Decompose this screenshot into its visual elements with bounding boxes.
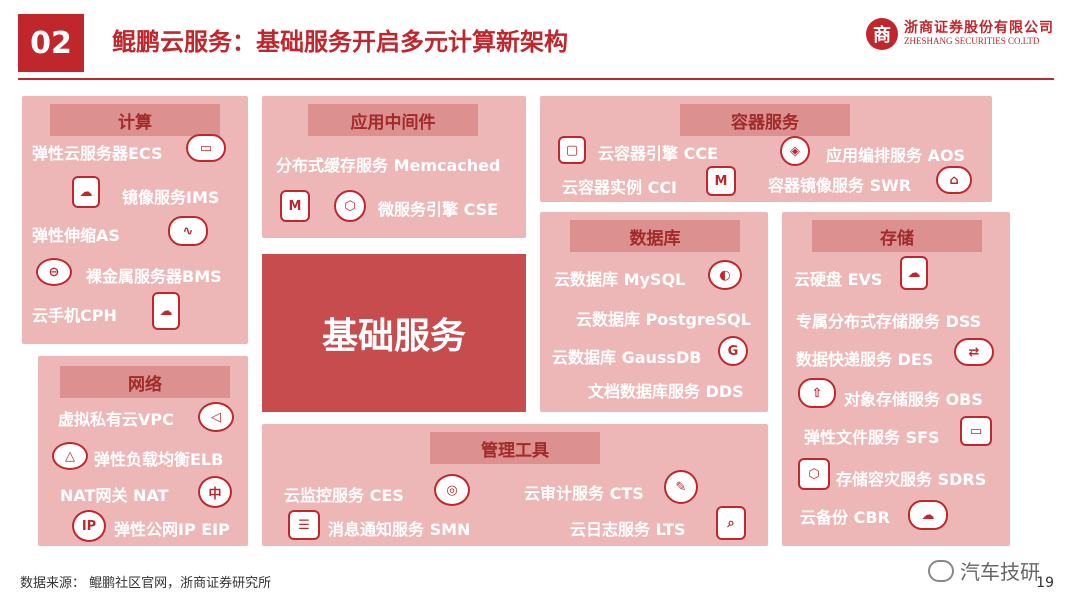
network-panel: 网络 虚拟私有云VPC ◁ △ 弹性负载均衡ELB NAT网关 NAT 中 IP… <box>38 356 248 546</box>
bare-metal-icon: ⊖ <box>36 258 72 286</box>
storage-item-evs: 云硬盘 EVS <box>794 270 883 289</box>
microservice-icon: ⬡ <box>334 190 366 222</box>
compute-panel: 计算 弹性云服务器ECS ▭ ☁ 镜像服务IMS 弹性伸缩AS ∿ ⊖ 裸金属服… <box>22 96 248 344</box>
elb-icon: △ <box>52 442 88 470</box>
storage-item-sdrs: 存储容灾服务 SDRS <box>836 470 987 489</box>
storage-item-sfs: 弹性文件服务 SFS <box>804 428 940 447</box>
middleware-panel: 应用中间件 分布式缓存服务 Memcached M ⬡ 微服务引擎 CSE <box>262 96 526 238</box>
mgmt-item-cts: 云审计服务 CTS <box>524 484 644 503</box>
scaling-cloud-icon: ∿ <box>168 216 208 246</box>
network-item-nat: NAT网关 NAT <box>60 486 169 505</box>
brand-name-cn: 浙商证券股份有限公司 <box>904 20 1054 37</box>
storage-panel: 存储 云硬盘 EVS ☁ 专属分布式存储服务 DSS 数据快递服务 DES ⇄ … <box>782 212 1010 546</box>
page-number: 19 <box>1036 575 1054 591</box>
database-panel: 数据库 云数据库 MySQL ◐ 云数据库 PostgreSQL 云数据库 Ga… <box>540 212 768 412</box>
mgmt-panel: 管理工具 云监控服务 CES ◎ 云审计服务 CTS ✎ ☰ 消息通知服务 SM… <box>262 424 768 546</box>
container-item-cci: 云容器实例 CCI <box>562 178 678 197</box>
brand: 商 浙商证券股份有限公司 ZHESHANG SECURITIES CO.LTD <box>866 18 1054 50</box>
container-title: 容器服务 <box>680 104 850 136</box>
storage-item-cbr: 云备份 CBR <box>800 508 890 527</box>
brand-logo-icon: 商 <box>866 18 898 50</box>
watermark: 汽车技研 <box>928 556 1040 585</box>
vpc-icon: ◁ <box>198 402 234 432</box>
compute-item-cph: 云手机CPH <box>32 306 117 325</box>
aos-icon: ◈ <box>780 136 810 166</box>
database-item-dds: 文档数据库服务 DDS <box>588 382 744 401</box>
database-item-postgresql: 云数据库 PostgreSQL <box>576 310 751 329</box>
cci-icon: M <box>706 166 736 196</box>
watermark-text: 汽车技研 <box>960 560 1040 584</box>
image-doc-icon: ☁ <box>72 176 100 208</box>
database-title: 数据库 <box>570 220 740 252</box>
page-title: 鲲鹏云服务：基础服务开启多元计算新架构 <box>112 28 568 56</box>
middleware-item-memcached: 分布式缓存服务 Memcached <box>276 156 501 175</box>
sfs-icon: ▭ <box>960 416 992 446</box>
network-item-elb: 弹性负载均衡ELB <box>94 450 224 469</box>
nat-icon: 中 <box>198 476 232 508</box>
section-number: 02 <box>18 14 84 72</box>
compute-item-as: 弹性伸缩AS <box>32 226 120 245</box>
obs-icon: ⇧ <box>798 378 836 408</box>
network-title: 网络 <box>60 366 230 398</box>
title-divider <box>18 78 1054 80</box>
database-item-mysql: 云数据库 MySQL <box>554 270 686 289</box>
server-cloud-icon: ▭ <box>186 134 226 162</box>
brand-name-en: ZHESHANG SECURITIES CO.LTD <box>904 35 1040 46</box>
cts-icon: ✎ <box>664 470 698 504</box>
mgmt-item-ces: 云监控服务 CES <box>284 486 404 505</box>
core-foundation-block: 基础服务 <box>262 254 526 412</box>
storage-item-obs: 对象存储服务 OBS <box>844 390 983 409</box>
container-item-cce: 云容器引擎 CCE <box>598 144 718 163</box>
network-item-eip: 弹性公网IP EIP <box>114 520 230 539</box>
swr-icon: ⌂ <box>936 166 972 194</box>
mgmt-item-smn: 消息通知服务 SMN <box>328 520 471 539</box>
wechat-icon <box>928 559 954 582</box>
eip-icon: IP <box>72 510 106 542</box>
gaussdb-icon: G <box>718 336 748 366</box>
network-item-vpc: 虚拟私有云VPC <box>58 410 174 429</box>
compute-item-ecs: 弹性云服务器ECS <box>32 144 163 163</box>
mgmt-item-lts: 云日志服务 LTS <box>570 520 686 539</box>
storage-item-dss: 专属分布式存储服务 DSS <box>796 312 982 331</box>
container-panel: 容器服务 ▢ 云容器引擎 CCE ◈ 应用编排服务 AOS 云容器实例 CCI … <box>540 96 992 202</box>
cbr-icon: ☁ <box>908 500 948 530</box>
ces-icon: ◎ <box>434 474 470 506</box>
middleware-item-cse: 微服务引擎 CSE <box>378 200 499 219</box>
sdrs-icon: ⬡ <box>798 458 830 490</box>
source-note: 数据来源： 鲲鹏社区官网，浙商证券研究所 <box>20 576 272 591</box>
compute-item-bms: 裸金属服务器BMS <box>86 267 222 286</box>
phone-icon: ☁ <box>152 292 180 330</box>
container-item-swr: 容器镜像服务 SWR <box>768 176 912 195</box>
container-item-aos: 应用编排服务 AOS <box>826 146 966 165</box>
lts-icon: ⌕ <box>716 506 746 540</box>
memcached-icon: M <box>280 190 310 222</box>
mysql-icon: ◐ <box>708 260 742 290</box>
mgmt-title: 管理工具 <box>430 432 600 464</box>
des-icon: ⇄ <box>954 338 994 366</box>
compute-item-ims: 镜像服务IMS <box>122 188 220 207</box>
storage-item-des: 数据快递服务 DES <box>796 350 934 369</box>
storage-title: 存储 <box>812 220 982 252</box>
compute-title: 计算 <box>50 104 220 136</box>
evs-icon: ☁ <box>900 256 928 290</box>
middleware-title: 应用中间件 <box>308 104 478 136</box>
cce-icon: ▢ <box>558 136 586 164</box>
smn-icon: ☰ <box>288 510 320 540</box>
database-item-gaussdb: 云数据库 GaussDB <box>552 348 702 367</box>
